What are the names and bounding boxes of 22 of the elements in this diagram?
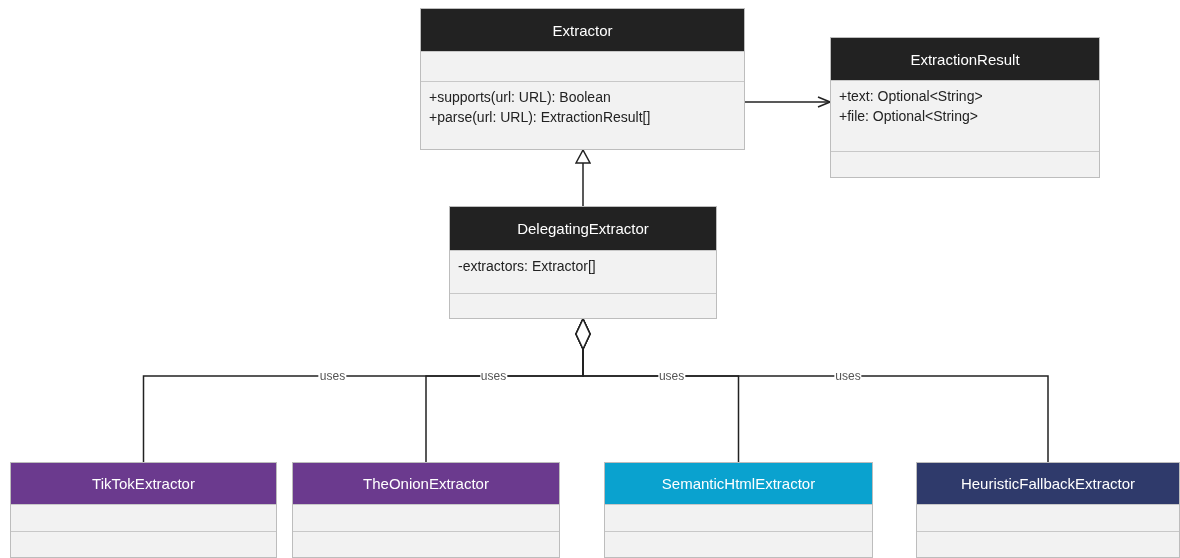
class-name-header: ExtractionResult bbox=[831, 38, 1099, 80]
class-name-header: HeuristicFallbackExtractor bbox=[917, 463, 1179, 504]
method-text: +supports(url: URL): Boolean bbox=[429, 88, 612, 107]
uml-class-box bbox=[830, 37, 1100, 178]
class-name-header: TikTokExtractor bbox=[11, 463, 276, 504]
arrow bbox=[744, 96, 831, 108]
method-text: +parse(url: URL): ExtractionResult[] bbox=[429, 108, 652, 127]
arrow bbox=[575, 149, 591, 207]
class-name-header: Extractor bbox=[421, 9, 744, 51]
uml-class-box bbox=[420, 8, 745, 150]
aggregation-connector bbox=[575, 318, 1049, 463]
attribute-text: -extractors: Extractor[] bbox=[458, 257, 597, 276]
class-name-header: SemanticHtmlExtractor bbox=[605, 463, 872, 504]
uml-class-box bbox=[604, 462, 873, 558]
attribute-text: +text: Optional<String> bbox=[839, 87, 984, 106]
attribute-text: +file: Optional<String> bbox=[839, 107, 979, 126]
class-name-header: DelegatingExtractor bbox=[450, 207, 716, 250]
uml-class-box bbox=[10, 462, 277, 558]
uml-class-box bbox=[449, 206, 717, 319]
class-name-header: TheOnionExtractor bbox=[293, 463, 559, 504]
uml-class-box bbox=[916, 462, 1180, 558]
uml-class-box bbox=[292, 462, 560, 558]
